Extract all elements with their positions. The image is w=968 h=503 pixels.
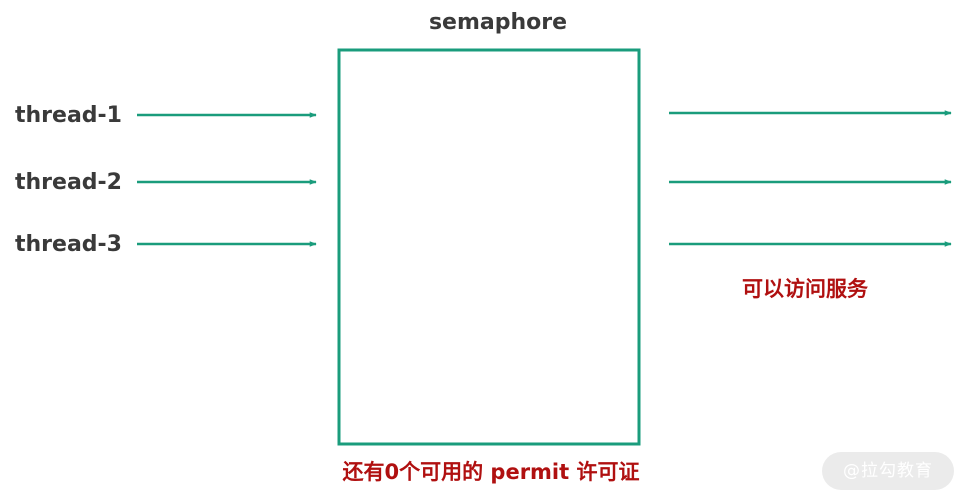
thread-label-1: thread-1 (15, 103, 122, 128)
permit-note: 还有0个可用的 permit 许可证 (342, 460, 640, 484)
thread-label-2: thread-2 (15, 170, 122, 195)
semaphore-title: semaphore (429, 10, 567, 35)
watermark-logo: @拉勾教育 (822, 452, 954, 490)
access-note: 可以访问服务 (742, 277, 869, 301)
semaphore-box (337, 48, 641, 446)
thread-label-3: thread-3 (15, 232, 122, 257)
